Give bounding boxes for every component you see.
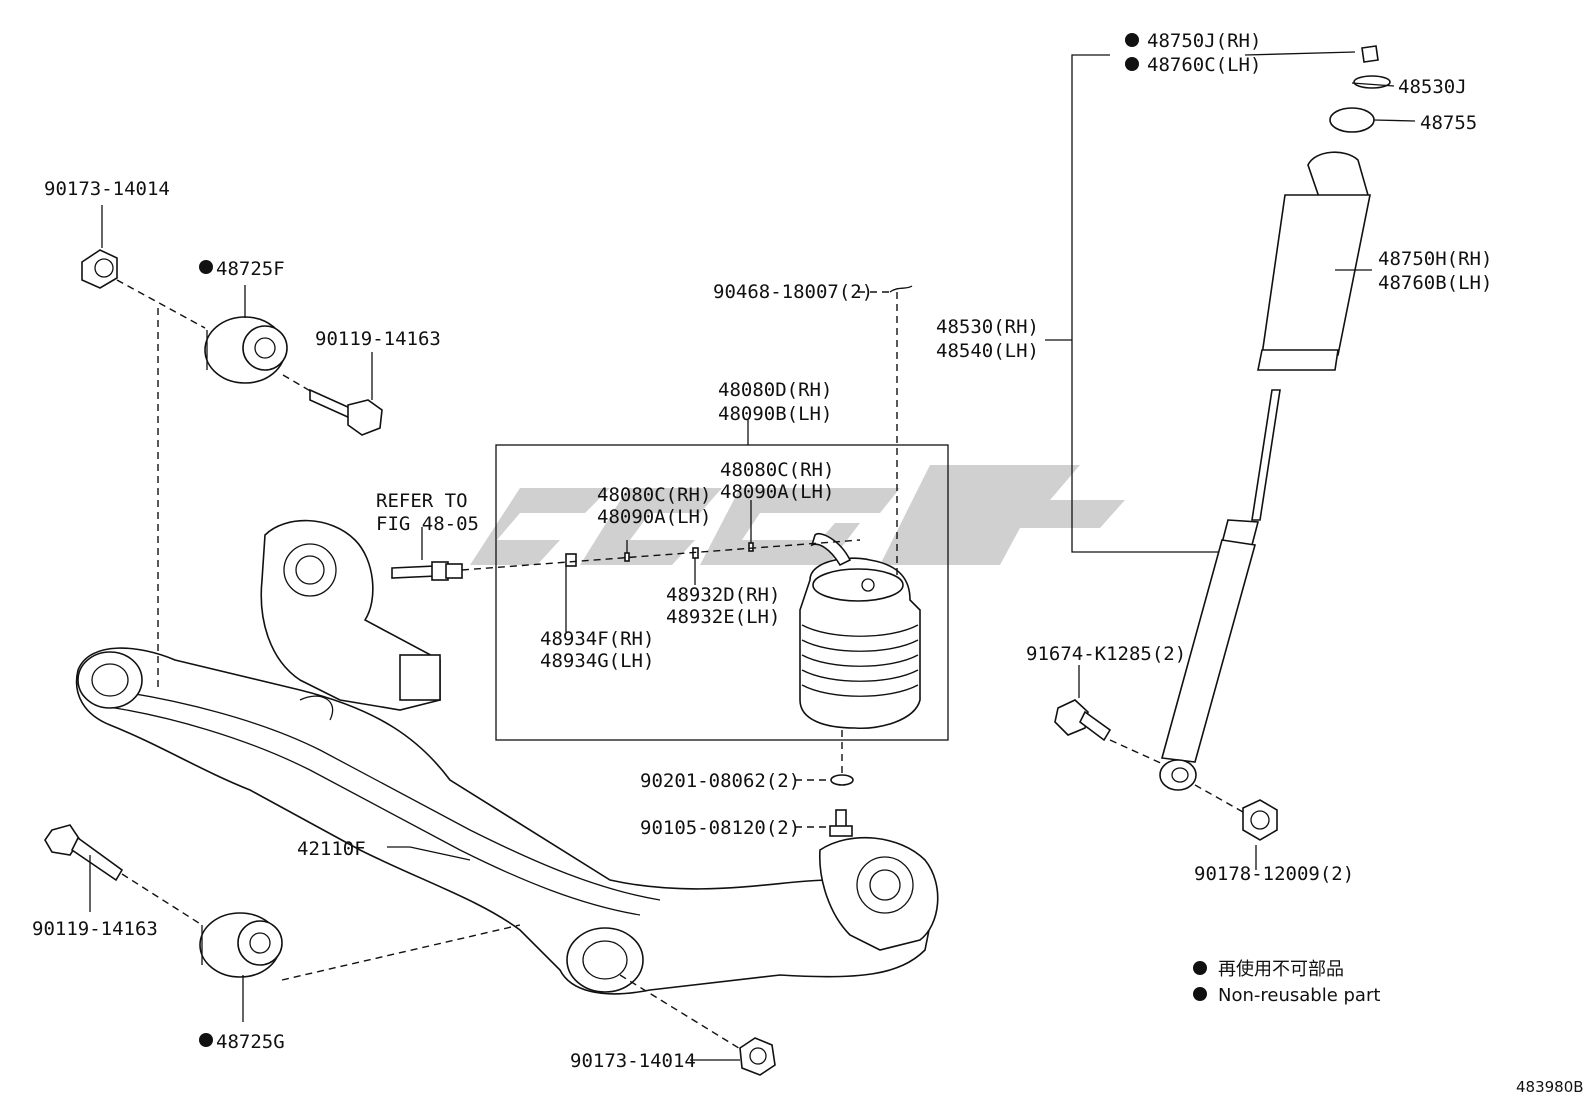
diagram-code: 483980B [1516,1078,1584,1096]
part-labels: 90173-14014 48725F 90119-14163 90468-180… [32,30,1492,1072]
label-48934F: 48934F(RH) [540,628,654,650]
label-48725F: 48725F [216,258,285,280]
marker-48750J [1125,33,1139,47]
label-refer-1: REFER TO [376,490,468,512]
label-90173-bottom: 90173-14014 [570,1050,696,1072]
bolt-90119-bottom [44,824,124,882]
label-42110F: 42110F [297,838,366,860]
air-spring [799,533,921,730]
label-48090A-a: 48090A(LH) [597,506,711,528]
rear-axle-beam [75,519,939,995]
label-48090B: 48090B(LH) [718,403,832,425]
label-48755: 48755 [1420,112,1477,134]
bolt-90119-top [309,388,383,436]
air-spring-assembly-box [495,444,949,741]
label-90173-top: 90173-14014 [44,178,170,200]
label-48750J: 48750J(RH) [1147,30,1261,52]
label-48080C-a: 48080C(RH) [597,484,711,506]
label-48760C: 48760C(LH) [1147,54,1261,76]
marker-48725F [199,260,213,274]
shock-assembly-bracket [1045,51,1356,553]
label-90201: 90201-08062(2) [640,770,800,792]
alignment-dashes [116,279,1244,1051]
label-90119-top: 90119-14163 [315,328,441,350]
legend: 再使用不可部品 Non-reusable part [1218,959,1380,1006]
legend-text-jp: 再使用不可部品 [1218,959,1344,980]
marker-48725G [199,1033,213,1047]
bushing-48725F [204,316,288,384]
label-48932D: 48932D(RH) [666,584,780,606]
bolt-91674 [1054,699,1112,742]
nut-90173-bottom [739,1037,776,1076]
nut-90173-top [81,249,118,289]
shock-absorber [1159,45,1391,791]
leader-lines [89,82,1416,1061]
legend-marker-2 [1193,987,1207,1001]
label-90105: 90105-08120(2) [640,817,800,839]
label-48760B: 48760B(LH) [1378,272,1492,294]
nut-90178 [1242,799,1278,841]
label-48080D: 48080D(RH) [718,379,832,401]
clip-90468 [889,285,913,293]
non-reusable-markers [199,33,1207,1047]
label-91674: 91674-K1285(2) [1026,643,1186,665]
bolt-90105 [829,809,853,837]
label-90178: 90178-12009(2) [1194,863,1354,885]
label-48090A-b: 48090A(LH) [720,481,834,503]
washer-90201 [830,774,854,786]
marker-48760C [1125,57,1139,71]
label-48540: 48540(LH) [936,340,1039,362]
bushing-48725G [199,912,283,978]
label-48932E: 48932E(LH) [666,606,780,628]
label-48750H: 48750H(RH) [1378,248,1492,270]
label-48530: 48530(RH) [936,316,1039,338]
label-refer-2: FIG 48-05 [376,513,479,535]
label-48725G: 48725G [216,1031,285,1053]
legend-marker-1 [1193,961,1207,975]
label-90119-bottom: 90119-14163 [32,918,158,940]
label-48530J: 48530J [1398,76,1467,98]
legend-text-en: Non-reusable part [1218,985,1380,1006]
label-48080C-b: 48080C(RH) [720,459,834,481]
label-48934G: 48934G(LH) [540,650,654,672]
label-90468: 90468-18007(2) [713,281,873,303]
